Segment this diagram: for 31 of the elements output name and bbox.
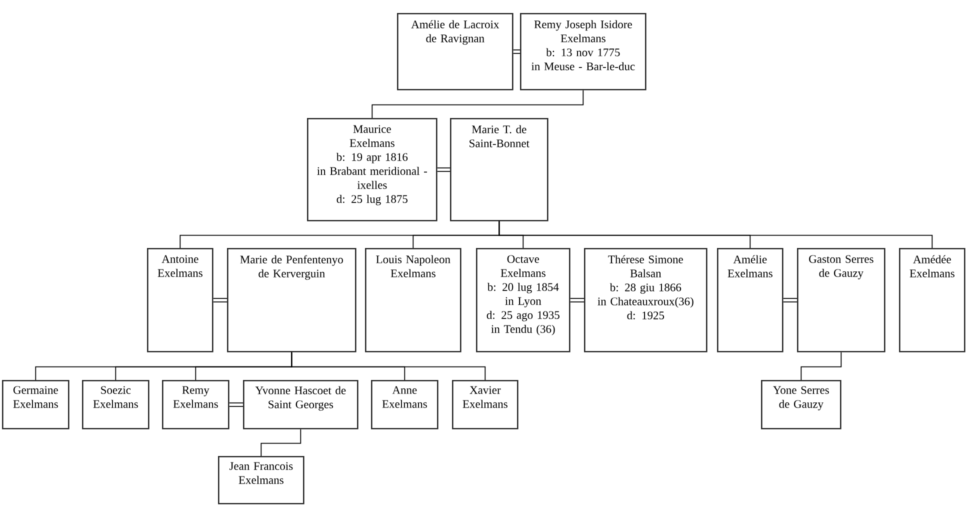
- marriage-line: [213, 298, 227, 302]
- person-box: Xavier Exelmans: [452, 380, 518, 430]
- person-box: Maurice Exelmans b: 19 apr 1816 in Brabant meridional - ixelles d: 25 lug 1875: [307, 118, 438, 222]
- person-box: Louis Napoleon Exelmans: [365, 248, 462, 352]
- person-box: Octave Exelmans b: 20 lug 1854 in Lyon d: 25 ago 1935 in Tendu (36): [476, 248, 570, 352]
- descent-line: [800, 352, 842, 380]
- descent-line: [260, 428, 302, 456]
- marriage-line: [513, 49, 520, 54]
- person-box: Remy Exelmans: [162, 380, 230, 430]
- person-box: Yvonne Hascoet de Saint Georges: [243, 380, 358, 430]
- person-box: Yone Serres de Gauzy: [761, 380, 842, 430]
- person-box: Anne Exelmans: [371, 380, 438, 430]
- marriage-line: [437, 167, 450, 172]
- person-box: Marie T. de Saint-Bonnet: [450, 118, 548, 222]
- marriage-line: [570, 298, 584, 302]
- person-box: Amédée Exelmans: [899, 248, 966, 352]
- person-box: Antoine Exelmans: [147, 248, 214, 352]
- person-box: Soezic Exelmans: [82, 380, 150, 430]
- person-box: Germaine Exelmans: [2, 380, 70, 430]
- person-box: Thérese Simone Balsan b: 28 giu 1866 in Chateauxroux(36) d: 1925: [584, 248, 708, 352]
- person-box: Remy Joseph Isidore Exelmans b: 13 nov 1775 in Meuse - Bar-le-duc: [520, 13, 646, 90]
- marriage-line: [229, 402, 243, 407]
- descent-line: [291, 352, 486, 380]
- descent-line: [372, 90, 584, 118]
- person-box: Gaston Serres de Gauzy: [797, 248, 886, 352]
- marriage-line: [783, 298, 797, 302]
- descent-line: [498, 220, 933, 248]
- person-box: Amélie Exelmans: [717, 248, 784, 352]
- person-box: Amélie de Lacroix de Ravignan: [397, 13, 514, 90]
- person-box: Marie de Penfentenyo de Kerverguin: [227, 248, 356, 352]
- person-box: Jean Francois Exelmans: [218, 456, 304, 504]
